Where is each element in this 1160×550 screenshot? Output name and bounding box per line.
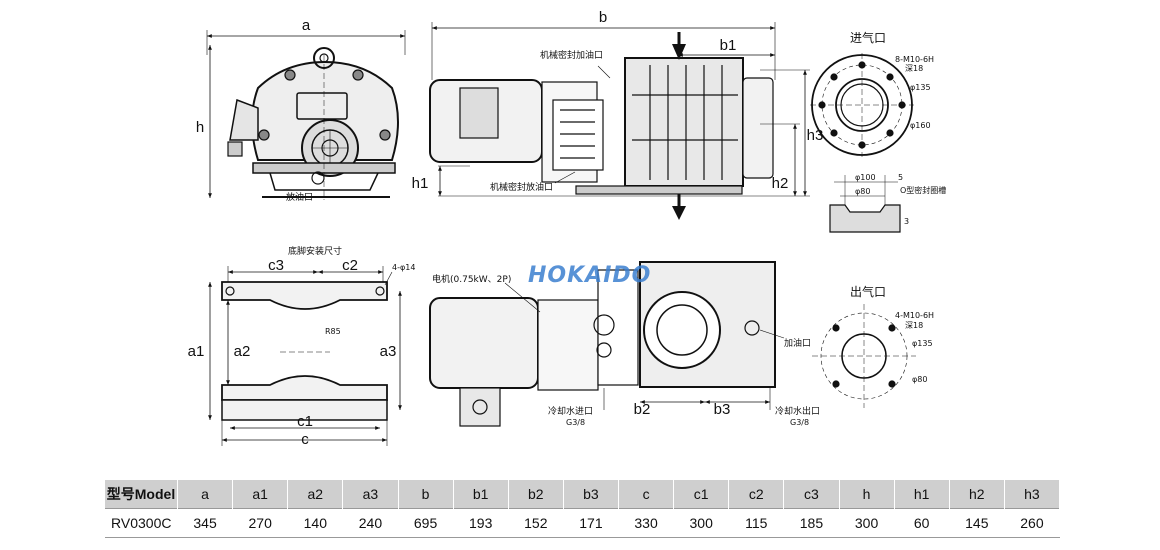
table-header-cell: a (177, 480, 234, 509)
dim-c: c (301, 431, 309, 448)
dim-a2: a2 (234, 343, 251, 360)
dim-h1: h1 (412, 175, 429, 192)
table-cell: 300 (673, 508, 729, 538)
table-cell: 695 (398, 508, 454, 538)
label-groove-depth: 3 (904, 217, 909, 226)
label-coolant-in: 冷却水进口 (548, 405, 593, 417)
table-header-cell: c3 (783, 480, 840, 509)
label-foot-title: 底脚安装尺寸 (288, 245, 342, 257)
table-cell: 260 (1004, 508, 1060, 538)
dim-a: a (302, 17, 311, 34)
table-header-cell: h1 (894, 480, 950, 509)
dim-b3: b3 (714, 401, 731, 418)
table-cell: 300 (839, 508, 895, 538)
dim-h2: h2 (772, 175, 789, 192)
table-cell: 270 (232, 508, 288, 538)
groove-section (829, 175, 901, 233)
label-outlet-bore: φ80 (912, 375, 927, 384)
foot-view (208, 266, 402, 446)
label-groove-w: 5 (898, 173, 903, 182)
inlet-flange (810, 53, 914, 157)
dim-b2: b2 (634, 401, 651, 418)
label-inlet-pcd: φ135 (910, 83, 931, 92)
technical-drawing: a h 放油口 b b1 h1 h2 h3 机械密封加油口 机械密封放油口 底脚… (188, 9, 947, 448)
label-oil-drain: 放油口 (286, 191, 313, 203)
front-view (206, 30, 406, 200)
table-header-cell: c2 (728, 480, 785, 509)
dim-c1: c1 (297, 413, 313, 430)
table-header-cell: h2 (949, 480, 1005, 509)
dim-b: b (599, 9, 607, 26)
table-header-cell: a3 (342, 480, 399, 509)
top-view (429, 261, 785, 427)
table-cell: 185 (783, 508, 839, 538)
table-cell: 145 (949, 508, 1005, 538)
dim-a1: a1 (188, 343, 205, 360)
table-cell: 115 (728, 508, 784, 538)
table-header-cell: h (839, 480, 895, 509)
table-header-model: 型号Model (105, 480, 178, 509)
drawing-labels: a h 放油口 b b1 h1 h2 h3 机械密封加油口 机械密封放油口 底脚… (188, 9, 947, 448)
table-cell: 240 (342, 508, 398, 538)
table-header-cell: b3 (563, 480, 620, 509)
dim-h3: h3 (807, 127, 824, 144)
dim-c3: c3 (268, 257, 284, 274)
label-inlet-depth: 深18 (905, 64, 923, 73)
label-inlet-holes: 8-M10-6H (895, 55, 934, 64)
dim-c2: c2 (342, 257, 358, 274)
table-header-cell: c (618, 480, 675, 509)
table-cell: 152 (508, 508, 564, 538)
label-groove-d1: φ100 (855, 173, 876, 182)
label-inlet-od: φ160 (910, 121, 931, 130)
table-header-cell: c1 (673, 480, 730, 509)
outlet-flange (812, 304, 916, 408)
label-seal-oil-fill: 机械密封加油口 (540, 49, 603, 61)
label-groove-d2: φ80 (855, 187, 870, 196)
label-outlet-pcd: φ135 (912, 339, 933, 348)
table-cell-model: RV0300C (105, 508, 178, 538)
label-coolant-in-thread: G3/8 (566, 418, 585, 427)
label-coolant-out: 冷却水出口 (775, 405, 820, 417)
dim-h: h (196, 119, 204, 136)
label-hole-spec: 4-φ14 (392, 263, 415, 272)
label-groove: O型密封圈槽 (900, 185, 946, 195)
table-header-cell: h3 (1004, 480, 1061, 509)
dim-a3: a3 (380, 343, 397, 360)
table-header-cell: a1 (232, 480, 289, 509)
label-outlet-title: 出气口 (850, 284, 886, 299)
watermark-logo: HOKAIDO (528, 263, 651, 288)
label-outlet-holes: 4-M10-6H (895, 311, 934, 320)
label-radius: R85 (325, 327, 341, 336)
table-header-cell: b1 (453, 480, 509, 509)
label-outlet-depth: 深18 (905, 321, 923, 330)
table-cell: 171 (563, 508, 619, 538)
table-cell: 193 (453, 508, 509, 538)
label-seal-oil-drain: 机械密封放油口 (490, 181, 553, 193)
table-cell: 140 (287, 508, 343, 538)
table-header-cell: a2 (287, 480, 344, 509)
table-cell: 345 (177, 508, 233, 538)
label-coolant-out-thread: G3/8 (790, 418, 809, 427)
label-inlet-title: 进气口 (850, 30, 886, 45)
table-cell: 330 (618, 508, 674, 538)
side-view (429, 22, 810, 220)
label-motor: 电机(0.75kW、2P) (432, 273, 511, 285)
label-oil-fill: 加油口 (784, 337, 811, 349)
table-header-cell: b2 (508, 480, 564, 509)
table-header-cell: b (398, 480, 454, 509)
dim-b1: b1 (720, 37, 737, 54)
table-cell: 60 (894, 508, 950, 538)
